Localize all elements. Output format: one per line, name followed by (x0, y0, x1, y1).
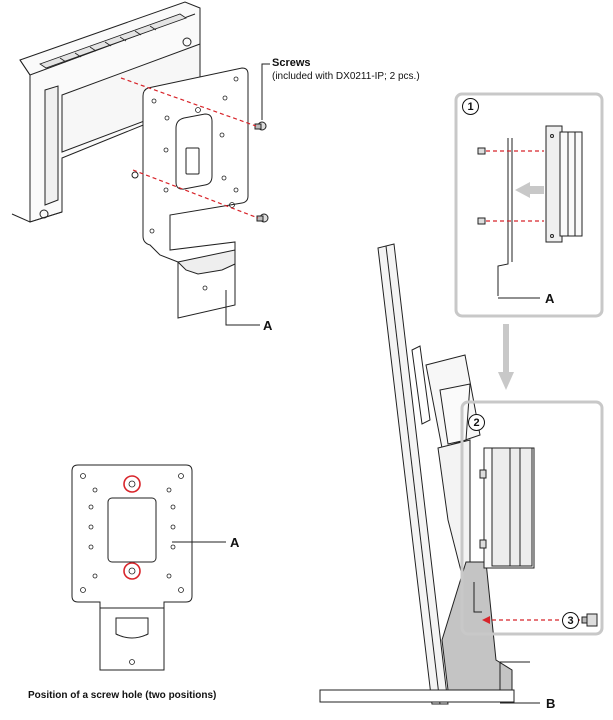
label-a-top: A (263, 318, 273, 333)
step3-marker: 3 (562, 612, 579, 629)
step1-marker: 1 (462, 98, 479, 115)
screw-alignment-arrows (120, 77, 259, 219)
screw-hole-caption: Position of a screw hole (two positions) (28, 690, 217, 701)
label-a-step1: A (545, 291, 555, 306)
label-a-front: A (230, 535, 240, 550)
step-flow-arrow (498, 324, 514, 390)
device-iso-view (11, 1, 270, 326)
screws-title: Screws (272, 57, 311, 69)
screws-note: (included with DX0211-IP; 2 pcs.) (272, 71, 420, 82)
label-b: B (546, 696, 556, 711)
bracket-front-view (71, 464, 226, 671)
step2-detail-box (460, 400, 604, 636)
screw-hole-markers (123, 475, 141, 580)
step1-detail-box (454, 92, 604, 318)
step2-marker: 2 (468, 414, 485, 431)
